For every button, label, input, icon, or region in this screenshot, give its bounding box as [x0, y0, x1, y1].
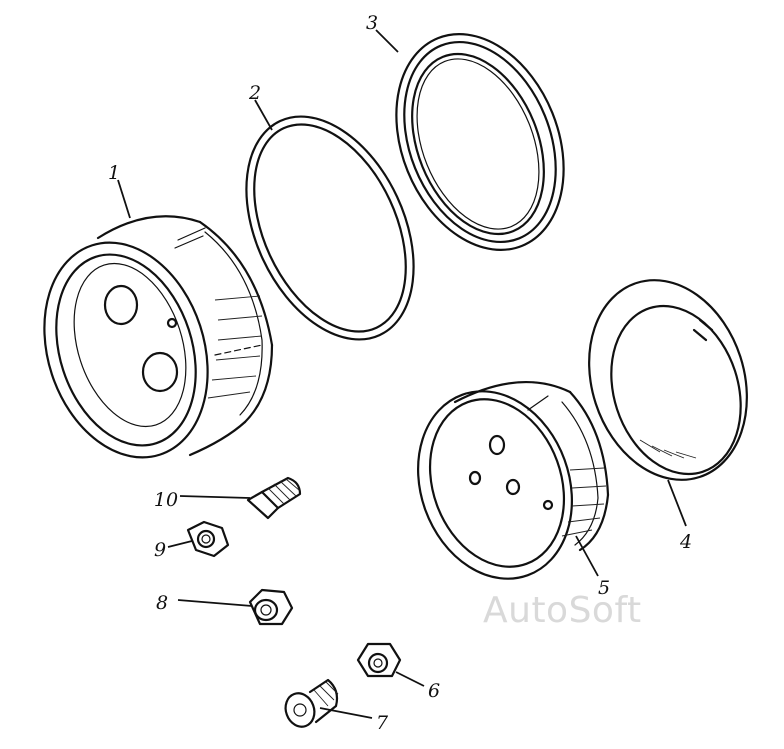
part-1-large-rim — [43, 215, 274, 459]
part-2-ring — [245, 115, 415, 341]
callout-5: 5 — [598, 577, 610, 599]
part-6-nut — [356, 642, 402, 678]
callout-6: 6 — [428, 680, 440, 702]
callout-1: 1 — [108, 162, 120, 184]
part-5-small-rim — [417, 380, 610, 580]
part-3-ring — [395, 33, 565, 251]
part-4-split-ring — [588, 279, 748, 481]
callout-4: 4 — [679, 531, 692, 553]
callout-9: 9 — [154, 539, 166, 561]
leader-lines — [117, 29, 687, 719]
callout-10: 10 — [154, 489, 178, 511]
callout-2: 2 — [248, 82, 261, 104]
part-10-stud — [246, 476, 302, 520]
callout-3: 3 — [366, 12, 378, 34]
part-9-nut — [186, 520, 230, 558]
callouts: 1 2 3 4 5 6 7 8 9 10 — [108, 12, 692, 734]
watermark: AutoSoft — [483, 590, 642, 631]
part-8-cap-nut — [248, 588, 294, 626]
part-7-stud — [284, 678, 339, 728]
callout-7: 7 — [376, 712, 389, 734]
callout-8: 8 — [156, 592, 168, 614]
